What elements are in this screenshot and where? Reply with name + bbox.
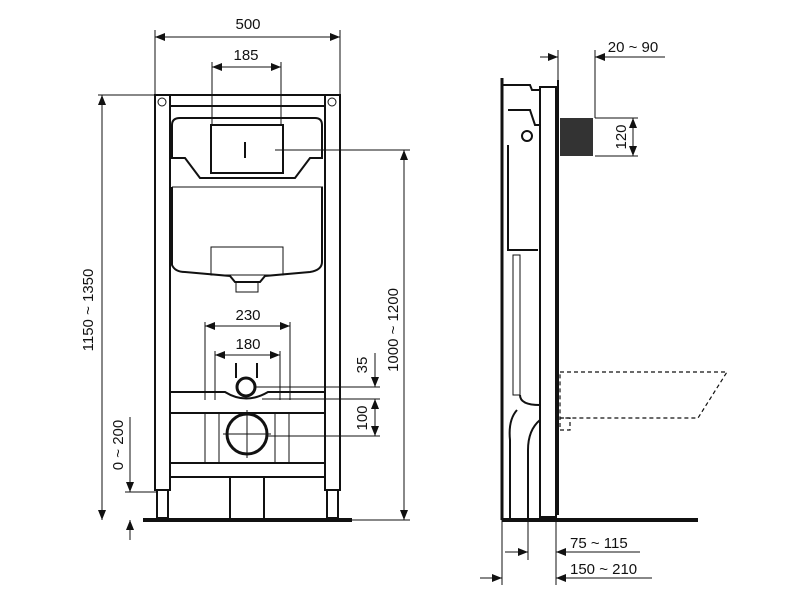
side-view: 20 ~ 90 120 75 ~ 115 150 ~ 210	[480, 39, 729, 585]
dim-offset-35: 35	[354, 357, 371, 374]
dim-flush-plate-width: 185	[233, 47, 258, 64]
water-inlet-threaded	[560, 118, 593, 156]
dim-foot-adjust: 0 ~ 200	[110, 420, 127, 470]
dim-frame-width: 500	[235, 16, 260, 33]
dim-fixing-inner: 180	[235, 336, 260, 353]
dim-inlet-length: 120	[613, 124, 630, 149]
cistern-top	[171, 117, 323, 179]
front-view: 500 185 1150 ~ 1350 1000 ~ 1200 0 ~ 200 …	[80, 16, 410, 540]
dim-total-height: 1150 ~ 1350	[80, 269, 97, 352]
frame-profile	[539, 86, 557, 518]
flush-plate	[210, 124, 284, 174]
dim-inlet-height: 1000 ~ 1200	[385, 288, 402, 372]
right-post	[324, 94, 341, 491]
dim-drain-depth: 75 ~ 115	[570, 535, 628, 552]
toilet-bowl-outline	[559, 371, 729, 419]
dim-fixing-outer: 230	[235, 307, 260, 324]
dim-offset-100: 100	[354, 405, 371, 430]
dim-frame-depth: 150 ~ 210	[570, 561, 637, 578]
dim-inlet-projection: 20 ~ 90	[608, 39, 658, 56]
water-inlet	[235, 376, 257, 398]
left-post	[154, 94, 171, 491]
